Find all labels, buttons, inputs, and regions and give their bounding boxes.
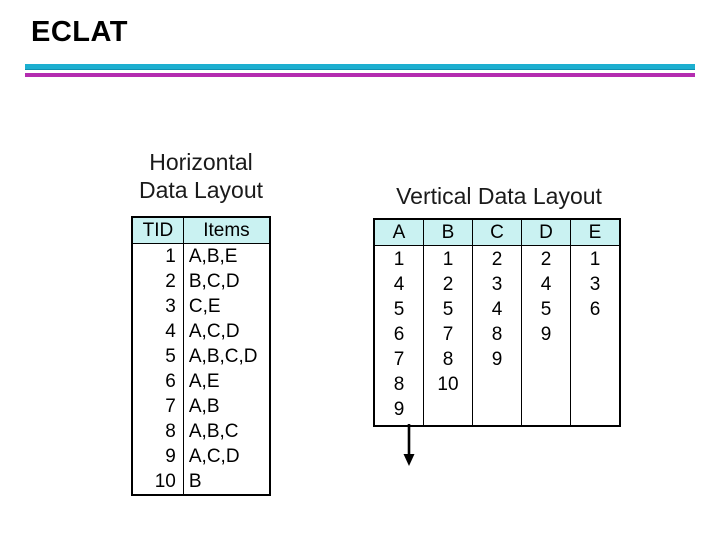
tidlist-value: 4 [393,274,405,295]
horizontal-layout-caption: Horizontal Data Layout [131,148,271,204]
tidlist-value: 6 [393,324,405,345]
vertical-layout-caption: Vertical Data Layout [396,183,602,209]
column-header-d: D [521,218,571,246]
tidlist-column-d: 2 4 5 9 [521,245,571,427]
tidlist-value: 5 [393,299,405,320]
cell-items: A,C,D [182,444,271,469]
tidlist-value: 8 [491,324,503,345]
tidlist-value: 2 [540,249,552,270]
horizontal-caption-line-1: Horizontal [149,149,253,175]
tidlist-value: 5 [442,299,454,320]
cell-tid: 5 [131,344,184,369]
column-header-b: B [423,218,473,246]
tidlist-value: 5 [540,299,552,320]
cell-tid: 8 [131,419,184,444]
tidlist-value: 3 [589,274,601,295]
tidlist-value: 9 [540,324,552,345]
divider-magenta-line [25,73,695,77]
tidlist-value: 4 [540,274,552,295]
page-title: ECLAT [31,16,129,48]
down-arrow-icon [396,424,422,468]
cell-items: B [182,469,271,495]
divider-cyan-shadow-line [25,69,695,70]
tidlist-value: 1 [442,249,454,270]
tidlist-value: 1 [393,249,405,270]
divider-cyan-line [25,64,695,69]
cell-items: A,B,C,D [182,344,271,369]
column-header-tid: TID [131,216,184,244]
tidlist-value: 2 [442,274,454,295]
cell-tid: 4 [131,319,184,344]
cell-tid: 1 [131,243,184,269]
tidlist-value: 7 [393,349,405,370]
cell-items: A,E [182,369,271,394]
tidlist-value: 2 [491,249,503,270]
column-header-e: E [570,218,621,246]
table-header-row: TID Items [131,216,271,244]
tidlist-value: 10 [437,374,459,395]
cell-tid: 6 [131,369,184,394]
cell-items: A,B [182,394,271,419]
tidlist-value: 6 [589,299,601,320]
tidlist-value: 4 [491,299,503,320]
cell-tid: 2 [131,269,184,294]
horizontal-caption-line-2: Data Layout [138,177,264,203]
tidlist-value: 9 [393,399,405,420]
column-header-a: A [373,218,424,246]
cell-tid: 9 [131,444,184,469]
tidlist-value: 8 [442,349,454,370]
tidlist-value: 9 [491,349,503,370]
cell-tid: 7 [131,394,184,419]
tidlist-value: 7 [442,324,454,345]
column-header-items: Items [182,216,271,244]
column-header-c: C [472,218,522,246]
cell-tid: 10 [131,469,184,495]
cell-items: C,E [182,294,271,319]
cell-tid: 3 [131,294,184,319]
cell-items: A,C,D [182,319,271,344]
tidlist-column-a: 1 4 5 6 7 8 9 [373,245,424,427]
cell-items: A,B,E [182,243,271,269]
title-divider [25,64,695,78]
tidlist-column-b: 1 2 5 7 8 10 [423,245,473,427]
tidlist-value: 8 [393,374,405,395]
cell-items: A,B,C [182,419,271,444]
tidlist-value: 3 [491,274,503,295]
tidlist-column-e: 1 3 6 [570,245,621,427]
tidlist-column-c: 2 3 4 8 9 [472,245,522,427]
cell-items: B,C,D [182,269,271,294]
tidlist-value: 1 [589,249,601,270]
